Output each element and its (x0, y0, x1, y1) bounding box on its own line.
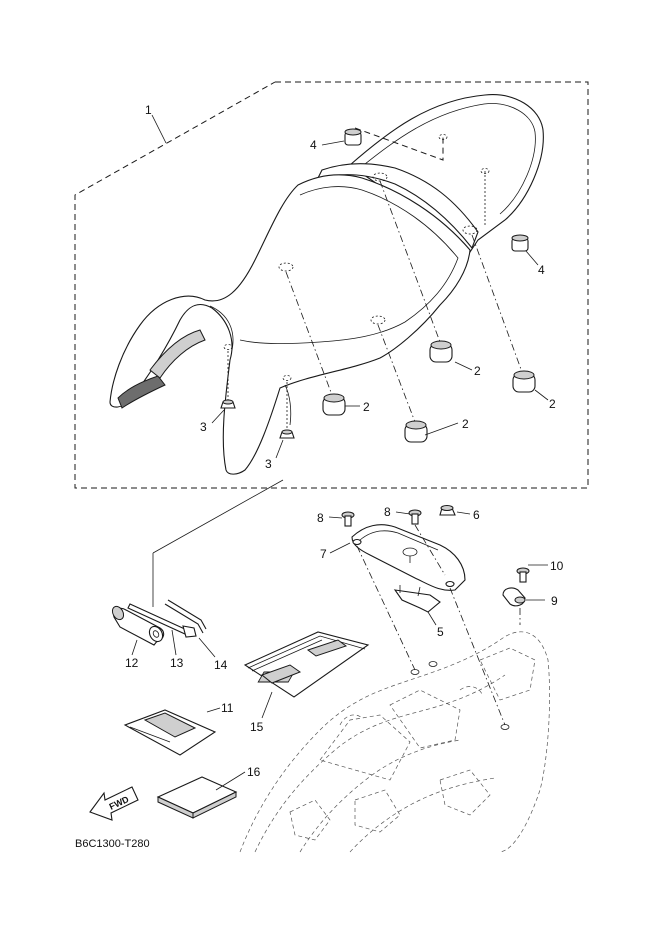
fwd-direction-marker: FWD (89, 786, 139, 821)
callout-2c: 2 (363, 400, 370, 414)
booklet (156, 776, 238, 819)
callout-2b: 2 (549, 397, 556, 411)
callout-leaders (131, 114, 549, 791)
damper-a (429, 340, 453, 363)
seat-assembly-boundary (74, 81, 589, 489)
damper-b (512, 370, 536, 393)
callout-2a: 2 (474, 364, 481, 378)
callout-8b: 8 (384, 505, 391, 519)
callout-3a: 3 (200, 420, 207, 434)
cushion-right (511, 234, 529, 252)
callout-8a: 8 (317, 511, 324, 525)
owners-manual-pouch (243, 631, 370, 698)
callout-1: 1 (145, 103, 152, 117)
callout-6: 6 (473, 508, 480, 522)
clip-9 (502, 587, 526, 607)
callout-3b: 3 (265, 457, 272, 471)
callout-9: 9 (551, 594, 558, 608)
nut-right (279, 429, 295, 439)
seat-hardware (220, 127, 536, 443)
wrench (127, 603, 197, 638)
damper-c (322, 393, 346, 416)
callout-10: 10 (550, 559, 564, 573)
callout-4b: 4 (538, 263, 545, 277)
callout-4a: 4 (310, 138, 317, 152)
callout-14: 14 (214, 658, 228, 672)
callout-2d: 2 (462, 417, 469, 431)
bracket-assembly (341, 505, 530, 726)
callout-16: 16 (247, 765, 261, 779)
callout-labels: 1 2 2 2 2 3 3 4 4 5 6 7 8 8 9 10 11 12 1… (125, 103, 564, 779)
tool-bag (111, 605, 165, 646)
callout-15: 15 (250, 720, 264, 734)
bolt-8-right (408, 509, 422, 525)
document-holder (123, 709, 217, 756)
frame (239, 631, 550, 853)
bolt-8-left (341, 511, 355, 527)
hex-key (164, 599, 207, 634)
callout-7: 7 (320, 547, 327, 561)
cushion-top (344, 128, 362, 146)
bolt-10 (516, 567, 530, 583)
callout-13: 13 (170, 656, 184, 670)
seat (109, 94, 544, 475)
damper-d (404, 420, 428, 443)
callout-11: 11 (221, 701, 234, 715)
nut-left (220, 399, 236, 409)
callout-5: 5 (437, 625, 444, 639)
tool-kit (111, 479, 284, 646)
diagram-code: B6C1300-T280 (75, 838, 150, 850)
callout-12: 12 (125, 656, 139, 670)
nut-6 (439, 505, 456, 516)
